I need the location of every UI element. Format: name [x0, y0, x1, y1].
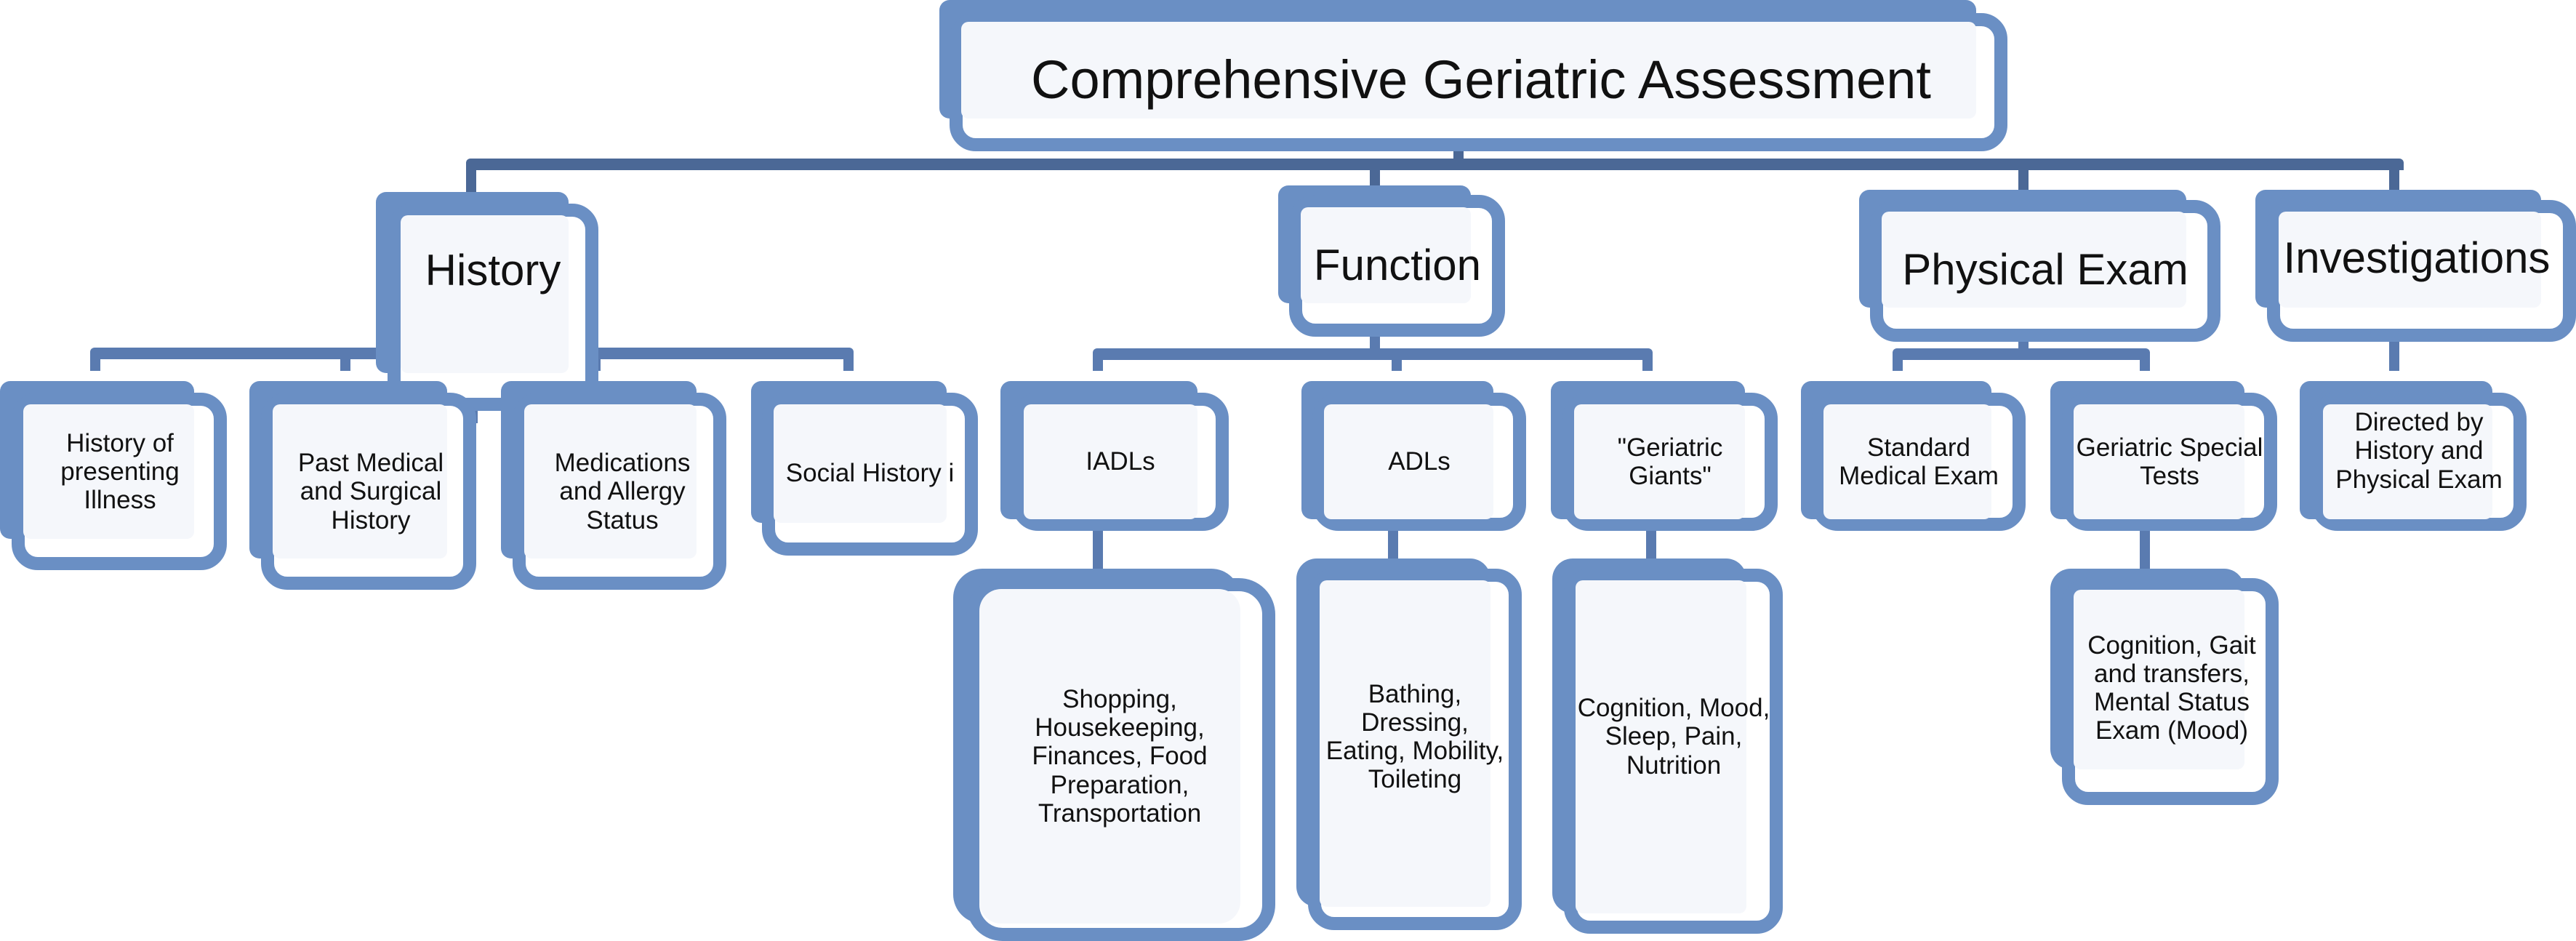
history-label: History: [425, 245, 561, 295]
medications-label: Medications and Allergy Status: [554, 449, 691, 534]
drop-giants: [1642, 353, 1653, 371]
pmsh-label: Past Medical and Surgical History: [297, 449, 444, 534]
giants-detail-label: Cognition, Mood, Sleep, Pain, Nutrition: [1577, 694, 1770, 780]
physical-exam-label: Physical Exam: [1902, 245, 2188, 295]
root-connector-horizontal: [466, 159, 2404, 170]
root-label: Comprehensive Geriatric Assessment: [1031, 49, 1931, 110]
social-history-label: Social History i: [785, 459, 955, 488]
function-connector-horizontal: [1093, 348, 1653, 360]
drop-special: [2140, 353, 2150, 371]
special-detail-connector: [2140, 531, 2150, 572]
directed-label: Directed by History and Physical Exam: [2335, 408, 2503, 494]
iadls-detail-connector: [1093, 531, 1103, 572]
iadls-detail-label: Shopping, Housekeeping, Finances, Food P…: [1032, 685, 1208, 828]
standard-exam-label: Standard Medical Exam: [1839, 433, 1999, 490]
drop-standard: [1893, 353, 1903, 371]
drop-history: [466, 164, 476, 194]
drop-physical: [2018, 164, 2029, 194]
adls-detail-label: Bathing, Dressing, Eating, Mobility, Toi…: [1325, 679, 1504, 794]
adls-detail-connector: [1388, 531, 1398, 560]
hpi-label: History of presenting Illness: [60, 428, 180, 515]
investigations-label: Investigations: [2283, 233, 2551, 283]
drop-hpi: [90, 353, 100, 371]
drop-social: [843, 353, 854, 371]
special-tests-label: Geriatric Special Tests: [2076, 433, 2263, 490]
special-tests-detail-label: Cognition, Gait and transfers, Mental St…: [2087, 630, 2256, 745]
adls-label: ADLs: [1388, 447, 1450, 476]
physical-connector-horizontal: [1893, 348, 2150, 360]
drop-adls: [1392, 353, 1402, 371]
drop-pmsh: [340, 353, 350, 371]
geriatric-giants-label: "Geriatric Giants": [1617, 433, 1723, 490]
giants-detail-connector: [1646, 531, 1656, 560]
investigations-connector: [2389, 338, 2399, 371]
function-label: Function: [1313, 241, 1482, 290]
drop-iadls: [1093, 353, 1103, 371]
drop-investigations: [2389, 164, 2399, 194]
iadls-label: IADLs: [1086, 447, 1155, 476]
